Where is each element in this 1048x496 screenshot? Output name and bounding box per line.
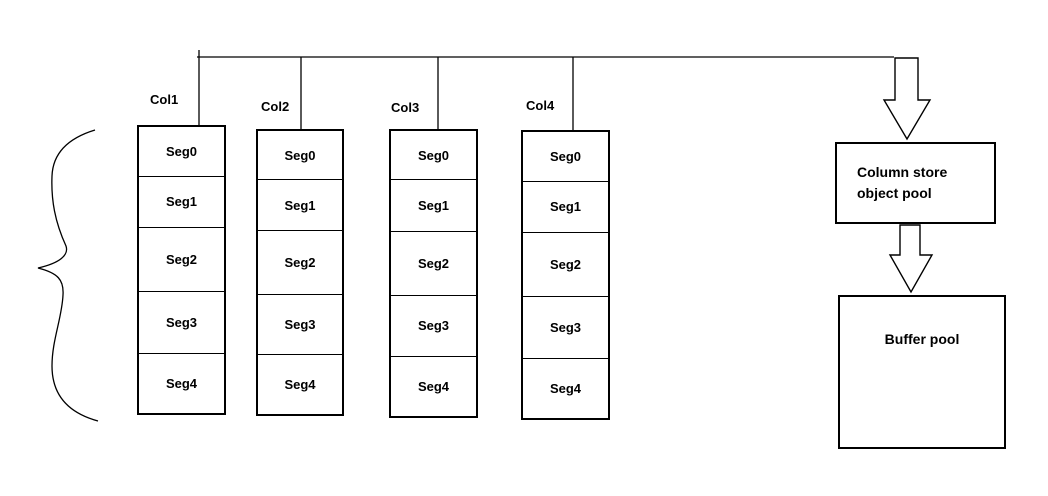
segment-cell: Seg4: [284, 377, 316, 393]
column-label-col3: Col3: [391, 100, 420, 115]
segment-cell: Seg2: [258, 231, 342, 295]
segment-cell: Seg0: [139, 127, 224, 177]
segment-cell: Seg2: [523, 233, 608, 298]
segment-cell: Seg3: [523, 297, 608, 359]
column-label-col2: Col2: [261, 99, 290, 114]
segment-cell: Seg1: [391, 180, 476, 232]
segment-cell: Seg3: [258, 295, 342, 356]
column-store-pool-label-line2: object pool: [857, 185, 932, 201]
column-box-col3: Seg0 Seg1 Seg2 Seg3 Seg4: [389, 129, 478, 418]
segment-cell: Seg3: [139, 292, 224, 354]
column-box-col1: Seg0 Seg1 Seg2 Seg3 Seg4: [137, 125, 226, 415]
segment-cell: Seg4: [417, 378, 450, 394]
segment-cell: Seg1: [523, 182, 608, 234]
column-store-object-pool-box: Column store object pool: [835, 142, 996, 224]
segment-cell: Seg2: [391, 232, 476, 296]
left-curly-brace-icon: [37, 129, 99, 422]
segment-cell: Seg4: [165, 375, 198, 391]
segment-cell: Seg4: [549, 380, 582, 396]
buffer-pool-box: Buffer pool: [838, 295, 1006, 449]
segment-cell: Seg1: [139, 177, 224, 229]
segment-cell: Seg0: [258, 131, 342, 181]
segment-cell: Seg2: [139, 228, 224, 293]
column-label-col1: Col1: [150, 92, 179, 107]
column-store-pool-label-line1: Column store: [857, 164, 948, 180]
segment-cell: Seg0: [523, 132, 608, 182]
column-label-col4: Col4: [526, 98, 555, 113]
buffer-pool-label: Buffer pool: [884, 331, 960, 347]
segment-cell: Seg1: [258, 180, 342, 232]
segment-cell: Seg3: [391, 296, 476, 357]
block-arrow-down-icon: [888, 224, 934, 294]
column-box-col4: Seg0 Seg1 Seg2 Seg3 Seg4: [521, 130, 610, 420]
segment-cell: Seg0: [391, 131, 476, 181]
column-box-col2: Seg0 Seg1 Seg2 Seg3 Seg4: [256, 129, 344, 416]
block-arrow-down-icon: [882, 57, 932, 141]
